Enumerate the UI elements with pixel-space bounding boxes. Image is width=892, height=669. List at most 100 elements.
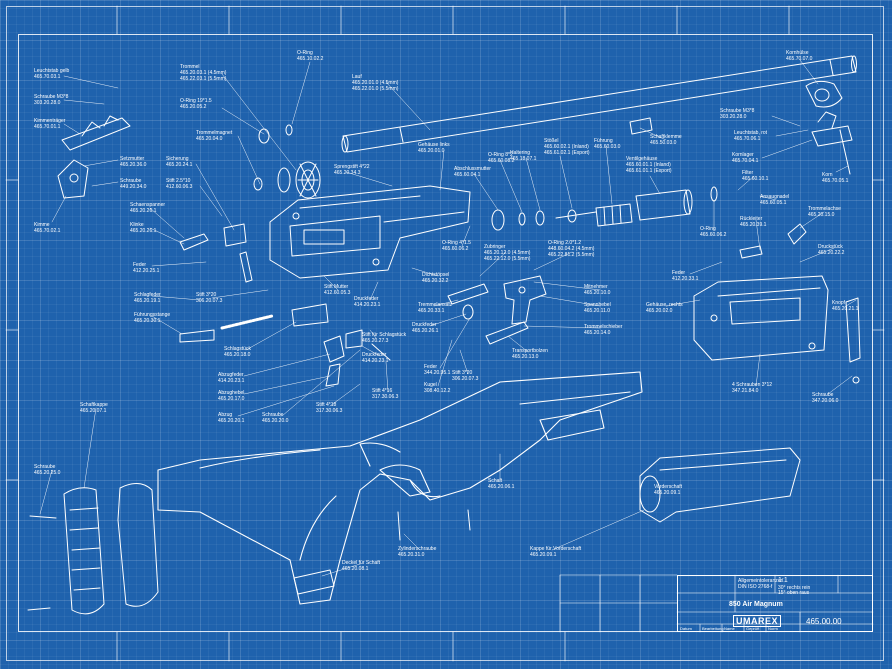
part-number: 412.60.05.3 xyxy=(324,290,351,296)
part-number: 465.20.01.0 (4.5mm) xyxy=(352,80,399,86)
part-number: 465.20.36.0 xyxy=(120,162,147,168)
part-name: Klinke xyxy=(130,222,144,228)
part-name: Kugel xyxy=(424,382,437,388)
tb-field-norm: Norm xyxy=(768,626,778,631)
part-name: O-Ring 4*1.5 xyxy=(442,240,471,246)
part-number: 465.20.14.0 xyxy=(584,330,611,336)
part-number: 303.20.28.0 xyxy=(720,114,747,120)
part-number: 465.20.25.0 xyxy=(34,470,61,476)
part-name: Führung xyxy=(594,138,613,144)
angle-notes: 30° rechts rein xyxy=(778,585,810,591)
part-name: Stift Mutter xyxy=(324,284,349,290)
part-name: Filter xyxy=(742,170,754,176)
hammer-spring xyxy=(179,314,274,343)
part-number: 465.60.03.0 xyxy=(594,144,621,150)
part-number: 465.20.21.1 xyxy=(832,306,859,312)
part-name: Ansaugnadel xyxy=(760,194,790,200)
part-number: 465.20.13.0 xyxy=(512,354,539,360)
part-name: Rückleiter xyxy=(740,216,763,222)
part-number: 465.20.01.0 xyxy=(418,148,445,154)
part-number: 465.20.30.1 xyxy=(134,318,161,324)
bolt xyxy=(447,283,489,320)
angle-note-1: 30° rechts rein xyxy=(778,585,811,591)
part-name: Druckfeder xyxy=(354,296,379,302)
part-name: Trommelachse xyxy=(808,206,841,212)
part-number: 465.20.08.1 xyxy=(342,566,369,572)
tb-field-name: Name xyxy=(724,626,735,631)
part-number: 317.30.06.3 xyxy=(316,408,343,414)
part-number: 465.60.02.1 (Inland) xyxy=(544,144,589,150)
part-number: 465.20.27.3 xyxy=(362,338,389,344)
part-name: Stift 3*20 xyxy=(196,292,217,298)
part-name: Tremmelansatz xyxy=(418,302,453,308)
part-number: 465.70.07.0 xyxy=(786,56,813,62)
receiver-left xyxy=(269,185,471,279)
part-number: 465.20.34.3 xyxy=(334,170,361,176)
part-name: Zubringer xyxy=(484,244,506,250)
part-number: 308.40.12.2 xyxy=(424,388,451,394)
part-name: Schraube xyxy=(812,392,834,398)
leader-lines xyxy=(39,59,857,577)
part-number: 306.20.07.3 xyxy=(452,376,479,382)
part-name: Leuchtstab, rot xyxy=(734,130,768,136)
tb-field-date: Datum xyxy=(680,626,692,631)
part-name: Kimmenträger xyxy=(34,118,66,124)
part-number: 317.30.06.3 xyxy=(372,394,399,400)
stock xyxy=(157,371,643,605)
part-name: Spannhebel xyxy=(584,302,611,308)
part-number: 306.20.07.3 xyxy=(196,298,223,304)
part-number: 465.60.06.2 xyxy=(700,232,727,238)
part-number: 465.60.06.2 xyxy=(442,246,469,252)
part-number: 465.20.20.1 xyxy=(218,418,245,424)
part-number: 465.20.09.1 xyxy=(654,490,681,496)
part-name: Schraube xyxy=(120,178,142,184)
part-name: Schaft xyxy=(488,478,503,484)
brand-logo: UMAREX xyxy=(733,615,782,627)
part-number: 465.70.01.1 xyxy=(34,124,61,130)
part-name: Sprengstift 4*22 xyxy=(334,164,370,170)
part-number: 465.20.03.1 (4.5mm) xyxy=(180,70,227,76)
part-name: Zylinderschraube xyxy=(398,546,437,552)
part-name: Kornhülse xyxy=(786,50,809,56)
part-name: Schlagstück xyxy=(224,346,251,352)
model-name: 850 Air Magnum xyxy=(729,601,783,608)
part-number: 414.20.23.1 xyxy=(218,378,245,384)
part-number: 465.70.03.1 xyxy=(34,74,61,80)
part-name: Schraube xyxy=(262,412,284,418)
part-number: 412.20.25.1 xyxy=(133,268,160,274)
part-name: Schraube M3*8 xyxy=(34,94,69,100)
part-name: Kappe für Vorderschaft xyxy=(530,546,582,552)
part-number: 465.60.05.1 xyxy=(760,200,787,206)
